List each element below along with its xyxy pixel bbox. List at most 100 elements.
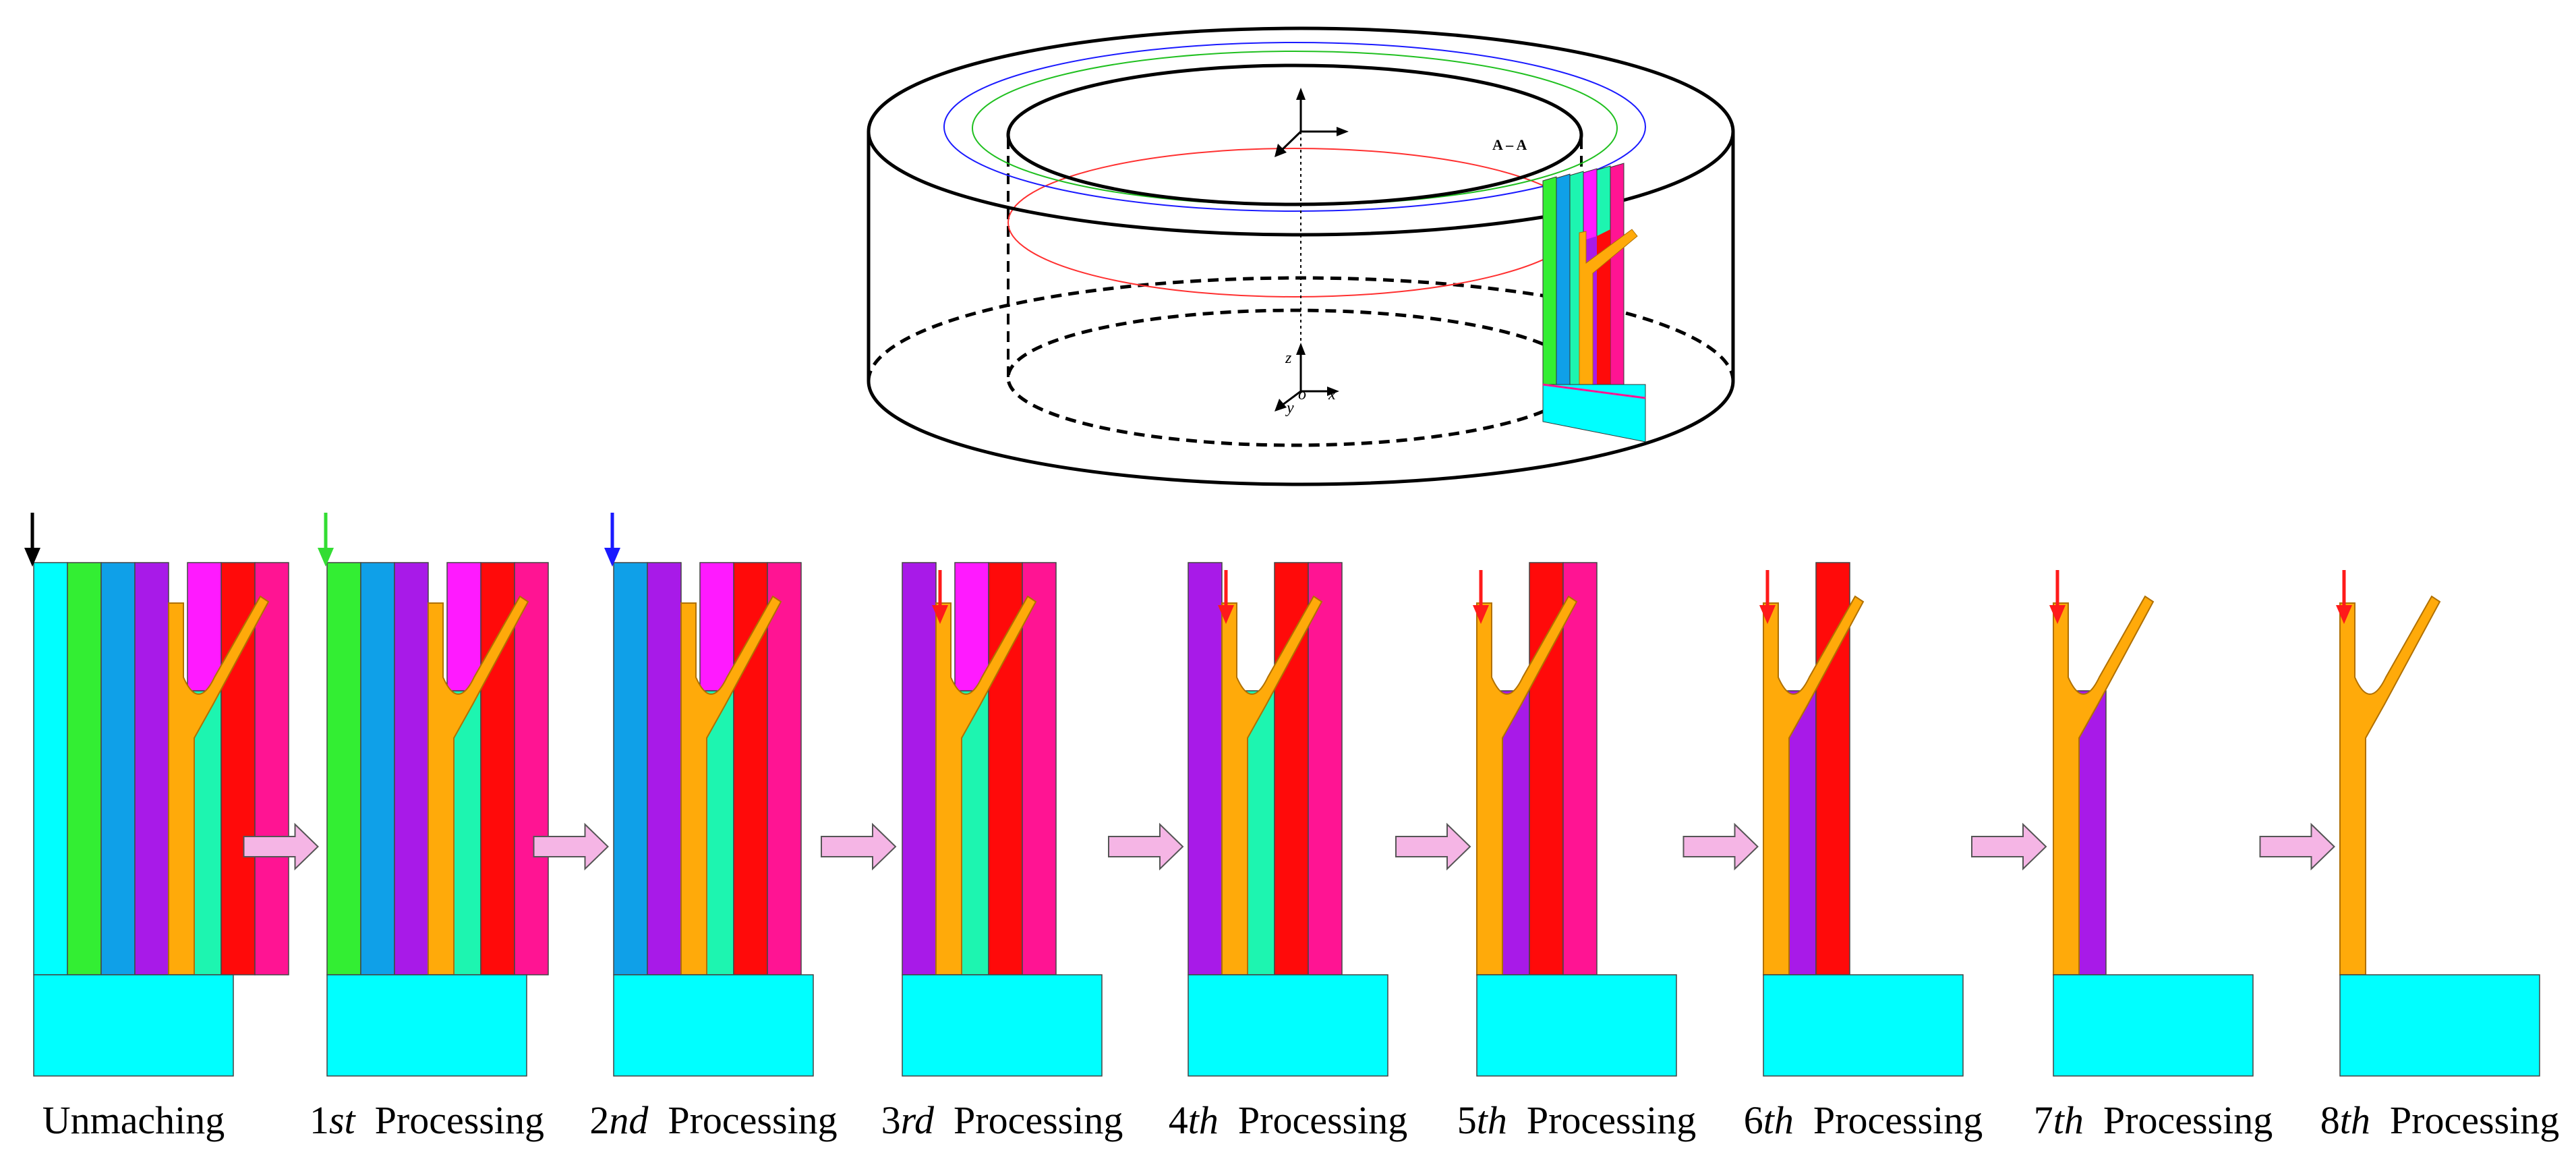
part-profile: [1476, 595, 1578, 975]
tool-arrow-head: [1218, 605, 1234, 624]
stage-label: 3rd Processing: [881, 1098, 1123, 1142]
tool-arrow-head: [318, 548, 334, 567]
stage-label-text: Processing: [648, 1098, 837, 1142]
process-arrows: [243, 822, 2335, 871]
part-profile: [168, 595, 270, 975]
material-strip: [360, 562, 395, 975]
cap-region: [954, 562, 989, 691]
base-block: [902, 974, 1103, 1077]
stage-label: 4th Processing: [1169, 1098, 1407, 1142]
top-axis-triad: [1275, 88, 1349, 157]
process-arrow: [1971, 822, 2047, 871]
stage-label-text: Processing: [2084, 1098, 2273, 1142]
process-arrow: [1395, 822, 1471, 871]
stage-ordinal: 3: [881, 1098, 901, 1142]
section-label: A – A: [1492, 136, 1527, 153]
section-plane-inset: [1542, 163, 1646, 443]
part-profile: [1221, 595, 1323, 975]
material-strip: [33, 562, 68, 975]
inner-top-ellipse: [1006, 63, 1583, 206]
cylinder-schematic: z o x y A – A: [867, 26, 1735, 486]
stage-ordinal: 4: [1169, 1098, 1188, 1142]
tool-arrow-head: [24, 548, 40, 567]
material-strip: [1308, 562, 1343, 975]
stage-label: 5th Processing: [1457, 1098, 1696, 1142]
material-strip: [647, 562, 682, 975]
stage-label-text: Processing: [1219, 1098, 1407, 1142]
stage-label: 8th Processing: [2320, 1098, 2559, 1142]
base-block: [1188, 974, 1388, 1077]
part-profile: [428, 595, 529, 975]
material-strip: [1188, 562, 1223, 975]
stage-label-text: Processing: [1794, 1098, 1983, 1142]
stage-ordinal: 6: [1744, 1098, 1763, 1142]
material-strip: [1562, 562, 1598, 975]
axis-label-y: y: [1285, 399, 1294, 417]
stage-ordinal-suffix: st: [329, 1098, 357, 1142]
stage-panel: [604, 513, 814, 1077]
cap-region: [187, 562, 222, 691]
material-strip: [394, 562, 429, 975]
inset-red-strip: [1597, 229, 1610, 399]
axis-label-x: x: [1328, 386, 1336, 403]
axis-label-origin: o: [1298, 386, 1306, 403]
stage-panel: [2049, 570, 2254, 1077]
material-strip: [100, 562, 136, 975]
tool-arrow-head: [932, 605, 948, 624]
part-profile: [2053, 595, 2155, 975]
stage-panel: [1759, 562, 1964, 1077]
process-arrow: [1108, 822, 1184, 871]
stage-label: Unmaching: [42, 1098, 225, 1142]
stage-ordinal: 5: [1457, 1098, 1477, 1142]
base-block: [1476, 974, 1677, 1077]
material-strip: [1022, 562, 1057, 975]
tool-arrow-head: [2049, 605, 2066, 624]
stage-ordinal: 8: [2320, 1098, 2340, 1142]
processing-stages: [24, 513, 2540, 1077]
inner-bottom-ellipse: [1006, 308, 1583, 447]
inset-base: [1542, 384, 1646, 443]
stage-panel: [902, 562, 1103, 1077]
stage-ordinal-suffix: th: [1188, 1098, 1219, 1142]
stage-ordinal: 7: [2034, 1098, 2053, 1142]
material-strip: [613, 562, 648, 975]
stage-ordinal: 1: [310, 1098, 329, 1142]
outer-bottom-front: [867, 380, 1735, 486]
inset-strip: [1542, 176, 1557, 403]
stage-label: 1st Processing: [310, 1098, 544, 1142]
cap-region: [699, 562, 734, 691]
tool-arrow-head: [2336, 605, 2352, 624]
process-arrow: [821, 822, 897, 871]
tool-arrow-head: [1473, 605, 1489, 624]
inset-strip: [1556, 173, 1571, 402]
stage-ordinal-suffix: nd: [609, 1098, 649, 1142]
stage-panel: [2336, 570, 2540, 1077]
base-block: [2053, 974, 2254, 1077]
stage-label-text: Processing: [2370, 1098, 2559, 1142]
part-profile: [935, 595, 1037, 975]
process-arrow: [2259, 822, 2335, 871]
stage-ordinal-suffix: th: [2340, 1098, 2370, 1142]
stage-ordinal: 2: [589, 1098, 609, 1142]
stage-panel: [1473, 562, 1677, 1077]
stage-ordinal-suffix: th: [2053, 1098, 2084, 1142]
material-strip: [67, 562, 102, 975]
tool-arrow-head: [604, 548, 620, 567]
base-block: [613, 974, 814, 1077]
green-ring: [972, 51, 1618, 206]
part-profile: [1763, 595, 1865, 975]
stage-panel: [1188, 562, 1388, 1077]
material-strip: [326, 562, 361, 975]
axis-label-z: z: [1285, 349, 1292, 367]
process-arrow: [533, 822, 609, 871]
inset-base-edge: [1542, 383, 1646, 399]
inset-strip: [1610, 163, 1624, 397]
base-block: [1763, 974, 1964, 1077]
stage-ordinal-suffix: rd: [901, 1098, 935, 1142]
base-block: [2339, 974, 2540, 1077]
process-arrow: [1682, 822, 1759, 871]
blue-ring: [943, 42, 1646, 212]
stage-panel: [318, 513, 549, 1077]
stage-labels: Unmaching 1st Processing 2nd Processing 3rd…: [42, 1098, 2560, 1142]
